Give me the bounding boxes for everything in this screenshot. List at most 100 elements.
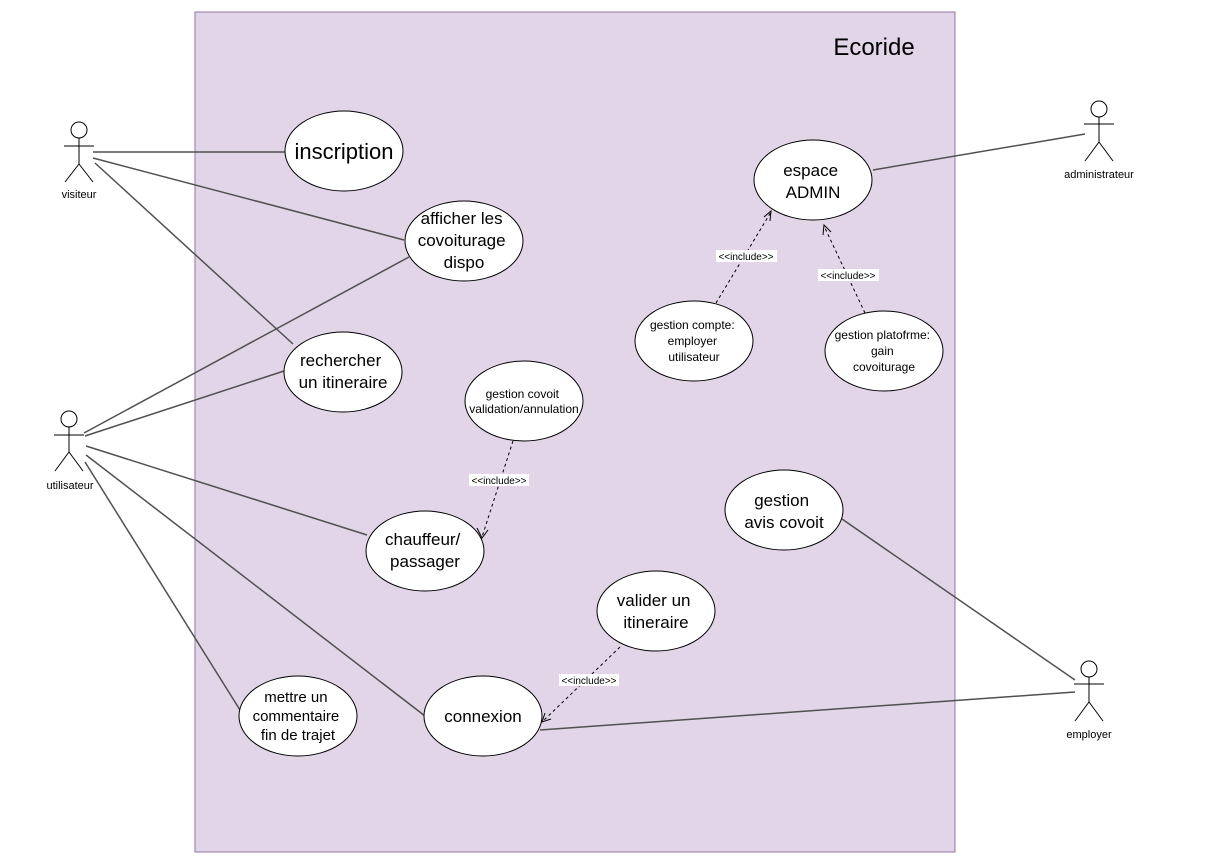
usecase-afficher-covoiturage[interactable]: afficher les covoiturage dispo [404,200,524,282]
usecase-label: espace [783,161,838,180]
usecase-label: gain [871,344,894,358]
usecase-ellipse [464,360,584,442]
usecase-label: gestion covoit [486,387,560,401]
actor-leg-right [68,451,84,472]
usecase-gestion-plateforme[interactable]: gestion platofrme: gain covoiturage [824,310,944,392]
actor-leg-left [64,163,80,183]
include-label-compte: <<include>> [718,252,773,263]
usecase-ellipse [634,300,754,382]
assoc-utilisateur-chauffeur [85,445,368,536]
actor-leg-right [1098,141,1114,162]
usecase-label: validation/annulation [469,402,578,416]
usecase-label: gestion compte: [650,318,735,332]
svg-text:gestion platofrme: gain: gestion platofrme: gain covoiturage [835,328,934,374]
usecase-label: avis covoit [744,513,824,532]
actor-employer[interactable]: employer [1066,660,1112,741]
usecase-inscription[interactable]: inscription [284,110,404,192]
usecase-ellipse [284,110,404,192]
include-arrow-gestion-compte [763,209,772,222]
usecase-ellipse [596,570,716,652]
system-title: Ecoride [833,34,914,61]
svg-text:gestion avis covoit: gestion avis covoit [744,491,824,532]
actor-label: visiteur [62,189,97,201]
include-label-bg-2 [716,250,777,262]
usecase-label: gestion [754,491,809,510]
svg-text:gestion covoit validatio: gestion covoit validation/annulation [469,387,578,416]
svg-text:chauffeur/ passager: chauffeur/ passager [385,530,465,571]
include-relations: <<include>> <<include>> <<include>> <<in… [469,209,879,723]
include-arrow-gestion-covoit [476,527,489,539]
svg-text:inscription: inscription [294,139,393,164]
actor-head [1080,660,1098,678]
actor-head [1090,100,1108,118]
svg-text:connexion: connexion [444,707,522,726]
usecase-label: rechercher [300,351,382,370]
include-line-gestion-covoit [481,440,514,538]
usecase-gestion-covoit[interactable]: gestion covoit validation/annulation [464,360,584,442]
usecase-label: covoiturage [853,360,915,374]
usecase-label: valider un [617,591,691,610]
include-arrow-valider [541,712,552,723]
usecase-label: ADMIN [786,183,841,202]
include-label-covoit: <<include>> [471,476,526,487]
svg-text:gestion compte: employer: gestion compte: employer utilisateur [650,318,738,364]
svg-text:valider un itineraire: valider un itineraire [617,591,695,632]
assoc-utilisateur-commentaire [84,461,241,711]
usecase-label: inscription [294,139,393,164]
actor-leg-left [54,451,70,472]
usecase-ellipse [404,200,524,282]
assoc-employer-connexion [539,691,1076,731]
usecase-connexion[interactable]: connexion [423,675,543,757]
usecase-chauffeur-passager[interactable]: chauffeur/ passager [365,510,485,592]
usecase-rechercher-itineraire[interactable]: rechercher un itineraire [283,331,403,413]
assoc-visiteur-rechercher [94,162,294,345]
usecase-label: covoiturage [418,231,506,250]
assoc-admin-espace [872,133,1086,171]
usecase-ellipse [365,510,485,592]
usecase-label: employer [668,334,717,348]
svg-text:afficher les covoiturage: afficher les covoiturage dispo [418,209,511,272]
usecase-gestion-compte[interactable]: gestion compte: employer utilisateur [634,300,754,382]
actor-administrateur[interactable]: administrateur [1064,100,1134,181]
usecase-ellipse [423,675,543,757]
include-arrow-gestion-plateforme [822,223,832,236]
assoc-visiteur-afficher [92,157,405,241]
svg-text:rechercher un itineraire: rechercher un itineraire [299,351,388,392]
usecase-label: mettre un [264,689,327,706]
assoc-employer-avis [841,518,1076,681]
usecase-label: dispo [444,253,485,272]
actor-head [60,410,78,428]
usecase-ellipse [753,139,873,221]
usecase-espace-admin[interactable]: espace ADMIN [753,139,873,221]
include-label-bg-4 [559,674,619,686]
usecase-label: gestion platofrme: [835,328,930,342]
usecase-ellipse [238,675,358,757]
usecase-mettre-commentaire[interactable]: mettre un commentaire fin de trajet [238,675,358,757]
assoc-utilisateur-connexion [85,454,426,717]
associations [83,133,1086,731]
usecase-label: utilisateur [668,350,719,364]
actor-visiteur[interactable]: visiteur [62,121,97,201]
actor-leg-right [1088,701,1104,722]
include-label-bg-3 [818,269,879,281]
actor-leg-left [1084,141,1100,162]
actor-leg-right [78,163,94,183]
actor-utilisateur[interactable]: utilisateur [46,410,94,492]
include-label-bg-1 [469,474,529,486]
usecase-label: itineraire [623,613,688,632]
usecase-valider-itineraire[interactable]: valider un itineraire [596,570,716,652]
actor-head [70,121,88,139]
actor-leg-left [1074,701,1090,722]
usecase-label: un itineraire [299,373,388,392]
usecase-label: passager [390,552,460,571]
actor-label: employer [1066,729,1112,741]
usecase-label: chauffeur/ [385,530,461,549]
usecase-ellipse [724,469,844,551]
actor-label: utilisateur [46,480,93,492]
svg-text:espace ADMIN: espace ADMIN [783,161,843,202]
usecase-gestion-avis[interactable]: gestion avis covoit [724,469,844,551]
assoc-utilisateur-rechercher [84,370,285,437]
assoc-utilisateur-afficher [83,256,410,434]
usecase-label: afficher les [421,209,503,228]
